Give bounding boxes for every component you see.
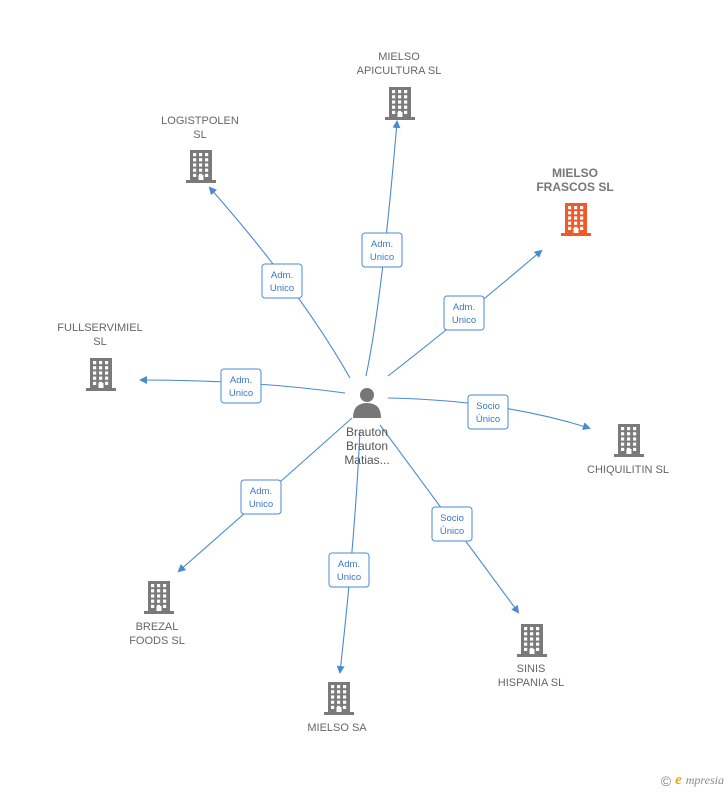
company-node-logistpolen[interactable]: LOGISTPOLEN SL [161, 115, 239, 183]
brand-logo-text: mpresia [685, 773, 724, 787]
company-name-line: FULLSERVIMIEL [57, 322, 142, 334]
edge-frascos[interactable]: Adm. Unico [387, 249, 543, 377]
edge-label: Adm. Unico [249, 486, 273, 510]
building-icon[interactable] [324, 682, 354, 715]
edge-label-line: Unico [270, 283, 294, 294]
building-icon[interactable] [144, 581, 174, 614]
company-name-line: FOODS SL [129, 635, 185, 647]
edge-label-line: Adm. [338, 559, 360, 570]
edge-label-line: Adm. [250, 486, 272, 497]
edge-mielso_sa[interactable]: Adm. Unico [328, 429, 370, 674]
person-name-line: Matias... [344, 453, 389, 467]
person-name-line: Brauton [346, 439, 388, 453]
edge-label: Adm. Unico [229, 375, 253, 399]
company-name: MIELSO SA [307, 722, 367, 734]
building-icon[interactable] [517, 624, 547, 657]
company-name-line: SINIS [517, 663, 546, 675]
edge-apicultura[interactable]: Adm. Unico [361, 120, 403, 377]
building-icon[interactable] [561, 203, 591, 236]
company-name-line: SL [193, 129, 206, 141]
company-node-mielso_sa[interactable]: MIELSO SA [307, 682, 367, 734]
company-name: BREZAL FOODS SL [129, 621, 185, 647]
edge-label-box[interactable] [328, 552, 370, 588]
edge-label-line: Adm. [271, 270, 293, 281]
edge-label: Adm. Unico [270, 270, 294, 294]
company-node-brezal[interactable]: BREZAL FOODS SL [129, 581, 185, 647]
edge-label-box[interactable] [361, 232, 403, 268]
company-name-line: BREZAL [136, 621, 179, 633]
company-name-line: MIELSO [552, 166, 598, 180]
person-name-line: Brauton [346, 425, 388, 439]
company-name-line: LOGISTPOLEN [161, 115, 239, 127]
edge-label-line: Único [476, 414, 500, 425]
edge-label-box[interactable] [220, 368, 262, 404]
edge-label-box[interactable] [261, 263, 303, 299]
edge-label-box[interactable] [467, 394, 509, 430]
company-node-fullservimiel[interactable]: FULLSERVIMIEL SL [57, 322, 143, 391]
edge-fullservimiel[interactable]: Adm. Unico [139, 368, 346, 404]
edge-label-line: Único [440, 526, 464, 537]
edge-brezal[interactable]: Adm. Unico [177, 417, 353, 573]
company-name: LOGISTPOLEN SL [161, 115, 239, 141]
person-icon[interactable] [353, 388, 381, 418]
company-name: SINIS HISPANIA SL [498, 663, 564, 689]
edge-label: Adm. Unico [337, 559, 361, 583]
edge-label: Adm. Unico [452, 302, 476, 326]
copyright-icon: © [660, 772, 672, 789]
company-name-line: HISPANIA SL [498, 677, 564, 689]
building-icon[interactable] [86, 358, 116, 391]
edge-line [365, 120, 401, 377]
company-name: MIELSO APICULTURA SL [357, 51, 442, 77]
edge-label-line: Unico [249, 499, 273, 510]
edge-label-line: Adm. [230, 375, 252, 386]
building-icon[interactable] [614, 424, 644, 457]
company-name-line: SL [93, 336, 106, 348]
company-name: CHIQUILITIN SL [587, 464, 669, 476]
edge-label-box[interactable] [431, 506, 473, 542]
edge-label-line: Unico [452, 315, 476, 326]
edge-label-line: Socio [476, 401, 500, 412]
edge-label-line: Unico [337, 572, 361, 583]
edge-label-line: Adm. [371, 239, 393, 250]
edge-label-box[interactable] [240, 479, 282, 515]
company-node-sinis[interactable]: SINIS HISPANIA SL [498, 624, 564, 689]
company-name-line: MIELSO [378, 51, 420, 63]
edge-label-line: Adm. [453, 302, 475, 313]
company-name: FULLSERVIMIEL SL [57, 322, 142, 348]
company-node-chiquilitin[interactable]: CHIQUILITIN SL [587, 424, 669, 476]
company-node-apicultura[interactable]: MIELSO APICULTURA SL [357, 51, 442, 120]
edge-label-box[interactable] [443, 295, 485, 331]
brand-logo-initial: e [675, 772, 682, 788]
edge-line [336, 429, 361, 674]
edge-label-line: Unico [370, 252, 394, 263]
edge-label: Adm. Unico [370, 239, 394, 263]
edges-layer: Adm.UnicoAdm.UnicoAdm.UnicoAdm.UnicoSoci… [139, 120, 591, 674]
edge-label-line: Socio [440, 513, 464, 524]
company-name-line: CHIQUILITIN SL [587, 464, 669, 476]
building-icon[interactable] [385, 87, 415, 120]
company-name-line: APICULTURA SL [357, 65, 442, 77]
company-name-line: FRASCOS SL [536, 180, 613, 194]
edge-logistpolen[interactable]: Adm. Unico [208, 186, 351, 379]
company-name-line: MIELSO SA [307, 722, 367, 734]
edge-label-line: Unico [229, 388, 253, 399]
building-icon[interactable] [186, 150, 216, 183]
